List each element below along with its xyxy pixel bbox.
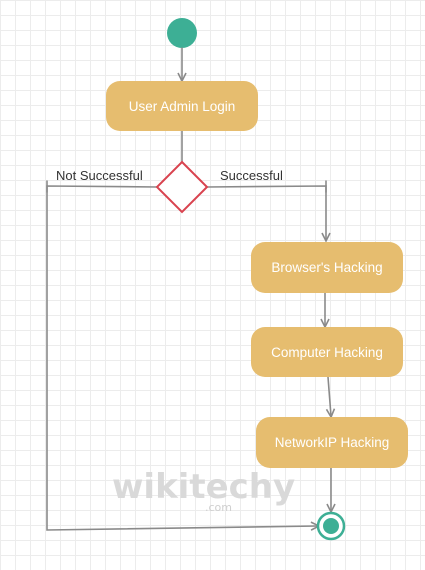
edge-not-successful	[46, 185, 318, 530]
decision-node	[155, 160, 209, 214]
action-browsers-hacking: Browser's Hacking	[251, 242, 403, 293]
start-node	[167, 18, 197, 48]
label-not-successful: Not Successful	[56, 168, 143, 183]
label-successful: Successful	[220, 168, 283, 183]
action-networkip-hacking: NetworkIP Hacking	[256, 417, 408, 468]
edge-successful	[206, 185, 326, 240]
end-node-core	[323, 518, 339, 534]
edge-computer-to-network	[328, 376, 331, 416]
action-user-admin-login: User Admin Login	[106, 81, 258, 131]
watermark-domain: .com	[205, 501, 232, 514]
watermark-logo: wikitechy	[112, 467, 296, 507]
action-computer-hacking: Computer Hacking	[251, 327, 403, 377]
